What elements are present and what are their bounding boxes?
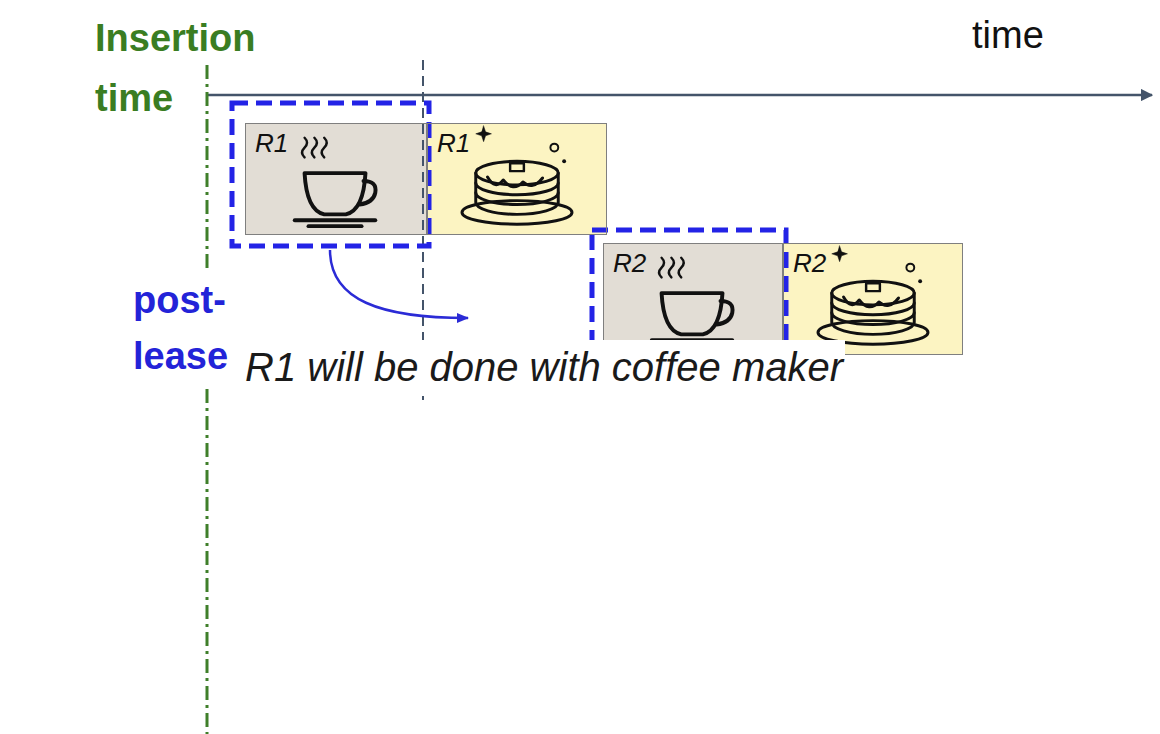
box-fill	[427, 123, 607, 235]
pancake-box: R1	[427, 123, 607, 235]
cup-handle	[360, 181, 376, 205]
note-text: R1 will be done with coffee maker	[245, 340, 845, 394]
box-fills	[245, 123, 963, 355]
pancake-top	[832, 281, 915, 305]
insertion-time-label: Insertion time	[95, 8, 255, 128]
lease-box	[232, 103, 429, 246]
coffee-box: R2	[603, 243, 783, 355]
coffee-box: R1	[245, 123, 427, 235]
insertion-time-line	[206, 65, 209, 734]
syrup	[844, 297, 899, 307]
steam	[322, 138, 327, 158]
request-label: R1	[437, 128, 470, 158]
steam	[669, 258, 674, 278]
syrup	[488, 177, 543, 187]
post-lease-arrow	[330, 250, 468, 318]
steam	[659, 258, 664, 278]
time-axis	[207, 94, 1152, 97]
steam	[312, 138, 317, 158]
sparkle	[562, 159, 566, 163]
cup	[305, 173, 366, 214]
steam	[302, 138, 307, 158]
pancake-box: R2	[783, 243, 963, 355]
time-axis-label: time	[972, 12, 1044, 58]
saucer	[295, 218, 376, 222]
sparkle	[476, 126, 492, 142]
sparkle	[918, 279, 922, 283]
pancake-top	[476, 161, 559, 185]
box-fill	[245, 123, 427, 235]
sparkle	[550, 144, 558, 152]
sparkle	[832, 246, 848, 262]
steam	[679, 258, 684, 278]
request-label: R2	[793, 248, 826, 278]
box-fill	[603, 243, 783, 355]
cup-handle	[717, 301, 733, 325]
post-lease-label: post-lease	[133, 272, 228, 384]
sparkle	[906, 264, 914, 272]
cup	[662, 293, 723, 334]
butter	[510, 163, 524, 171]
request-label: R1	[255, 128, 288, 158]
butter	[866, 283, 880, 291]
saucer	[309, 224, 362, 228]
request-label: R2	[613, 248, 646, 278]
box-fill	[783, 243, 963, 355]
